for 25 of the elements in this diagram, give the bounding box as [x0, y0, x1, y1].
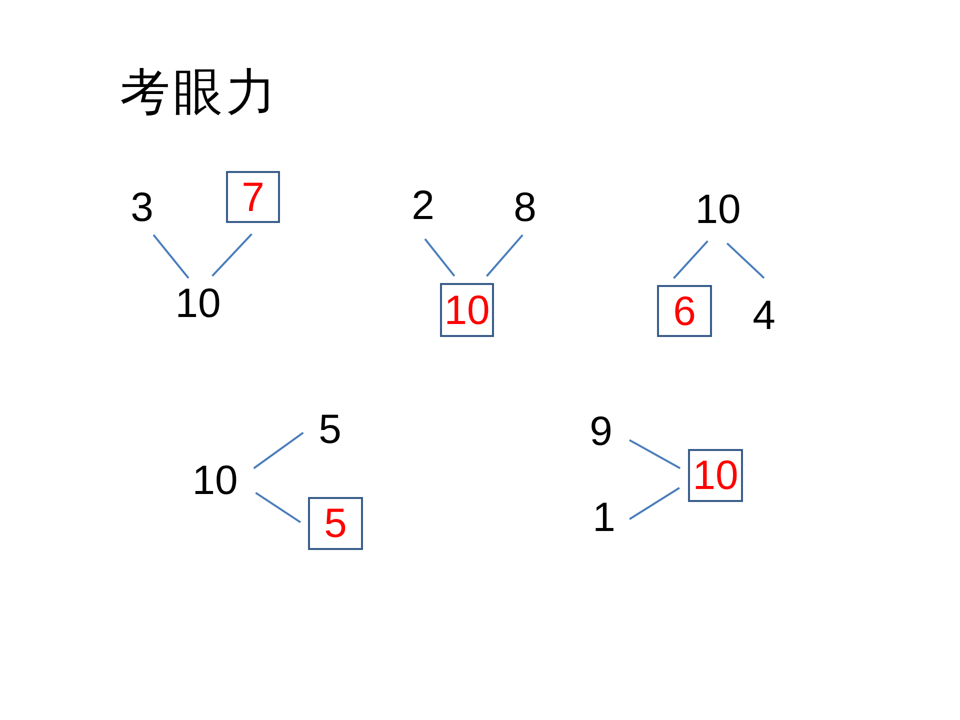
number: 2	[412, 189, 434, 221]
number: 4	[752, 299, 776, 331]
number-box: 6	[657, 285, 712, 337]
number: 3	[130, 191, 154, 223]
connector-line	[629, 487, 680, 520]
connector-line	[255, 492, 302, 524]
connector-line	[253, 432, 304, 470]
number: 10	[175, 287, 221, 319]
number: 9	[590, 415, 612, 447]
title: 考眼力	[120, 64, 279, 120]
number: 10	[192, 464, 238, 496]
number: 1	[592, 501, 616, 533]
connector-line	[726, 242, 765, 279]
number-box: 10	[440, 283, 494, 337]
number-box: 7	[226, 171, 280, 223]
number-box: 10	[688, 449, 743, 502]
number: 10	[695, 193, 741, 225]
connector-line	[212, 233, 252, 277]
connector-line	[424, 238, 456, 277]
connector-line	[486, 234, 524, 277]
connector-line	[629, 439, 681, 470]
connector-line	[152, 234, 190, 279]
number-box: 5	[308, 497, 363, 550]
number: 8	[514, 191, 536, 223]
number: 5	[318, 413, 342, 445]
